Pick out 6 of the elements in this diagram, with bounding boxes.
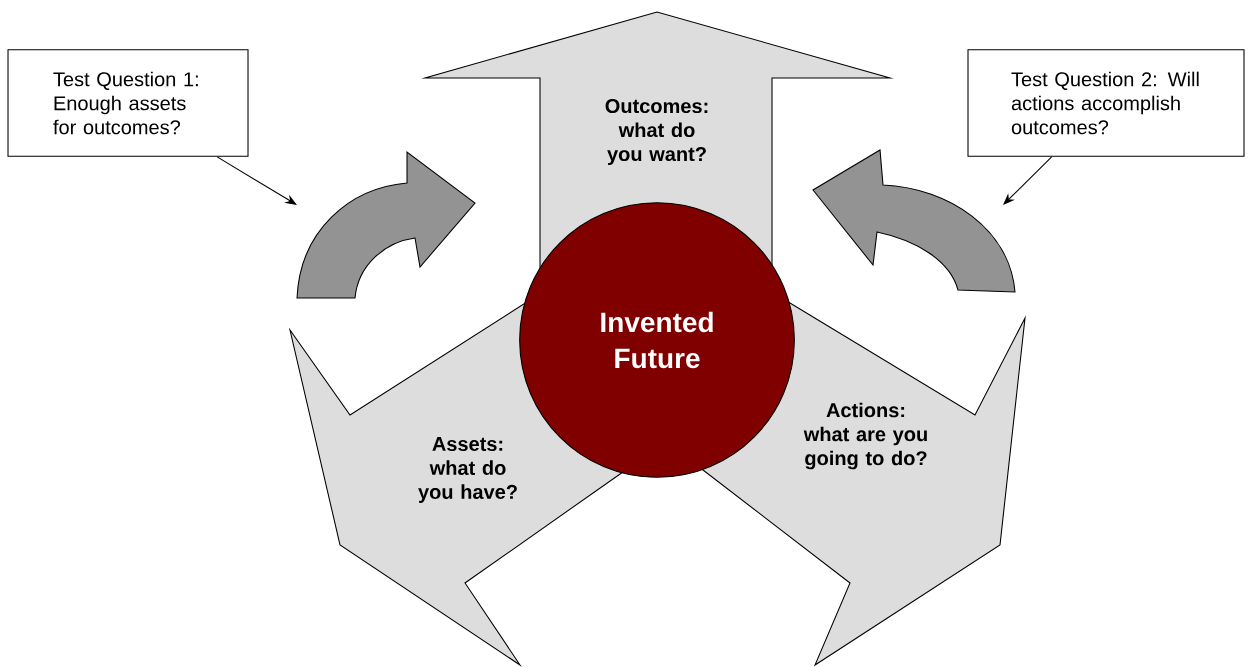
leader-arrow — [1003, 156, 1053, 205]
curved-arrow — [812, 149, 1016, 293]
leader-arrow — [216, 156, 297, 205]
question-box: Test Question 1: Enough assets for outcomes? — [7, 49, 249, 157]
question-box: Test Question 2: Will actions accomplish outcomes? — [967, 49, 1245, 157]
curved-arrow — [296, 151, 476, 299]
